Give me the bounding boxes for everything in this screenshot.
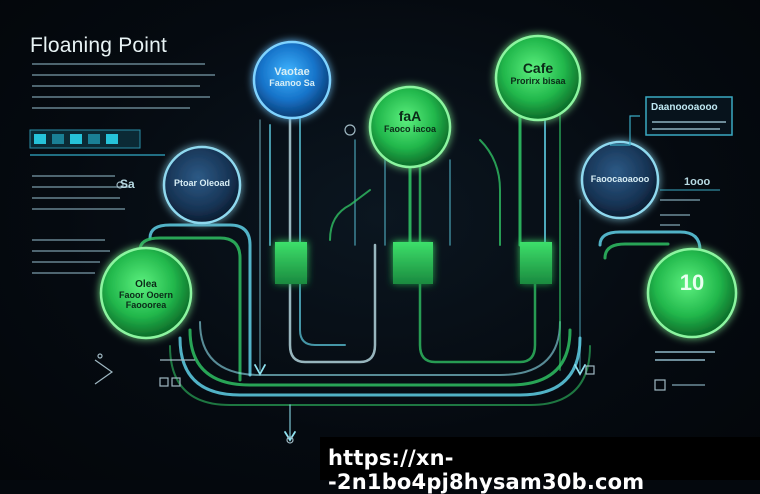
- left-text-block: [32, 63, 215, 274]
- node-top-blue: Vaotae Faanoo Sa: [258, 66, 326, 88]
- node-top-green-line1: Cafe: [522, 60, 554, 76]
- node-left-green: Olea Faoor Ooern Faooorea: [106, 279, 186, 310]
- junction-blocks: [275, 242, 552, 284]
- node-right-green-value: 10: [679, 270, 705, 295]
- node-left-green-line3: Faooorea: [125, 300, 167, 310]
- right-info-box: [610, 96, 733, 391]
- node-left-dark: Ptoar Oleoad: [168, 178, 236, 188]
- node-center-green-line1: faA: [398, 108, 422, 124]
- node-left-green-line2: Faoor Ooern: [118, 290, 173, 300]
- node-top-blue-line2: Faanoo Sa: [269, 78, 315, 88]
- pipe-network: [138, 113, 702, 442]
- node-top-green-line2: Prorirx bisaa: [510, 76, 566, 86]
- left-icon-strip: [29, 129, 165, 156]
- small-decorations: [94, 124, 595, 444]
- node-center-green: faA Faoco iacoa: [370, 108, 450, 134]
- url-text[interactable]: https://xn--2n1bo4pj8hysam30b.com: [328, 446, 645, 494]
- right-box-label: Daanoooaooo: [651, 102, 718, 113]
- page-title: Floaning Point: [30, 34, 168, 57]
- node-circles: [99, 34, 738, 340]
- node-center-green-line2: Faoco iacoa: [383, 124, 437, 134]
- left-mid-label: Sa: [120, 177, 135, 191]
- right-mid-label: 1ooo: [684, 176, 711, 188]
- node-right-green: 10: [652, 270, 732, 296]
- node-left-green-line1: Olea: [135, 279, 157, 290]
- node-right-dark: Faoocaoaooo: [584, 174, 656, 184]
- node-left-dark-line1: Ptoar Oleoad: [173, 178, 230, 188]
- flow-diagram: [29, 34, 738, 444]
- node-top-blue-line1: Vaotae: [274, 66, 310, 78]
- node-right-dark-line1: Faoocaoaooo: [590, 174, 650, 184]
- node-top-green: Cafe Prorirx bisaa: [498, 60, 578, 86]
- url-banner: [320, 437, 760, 480]
